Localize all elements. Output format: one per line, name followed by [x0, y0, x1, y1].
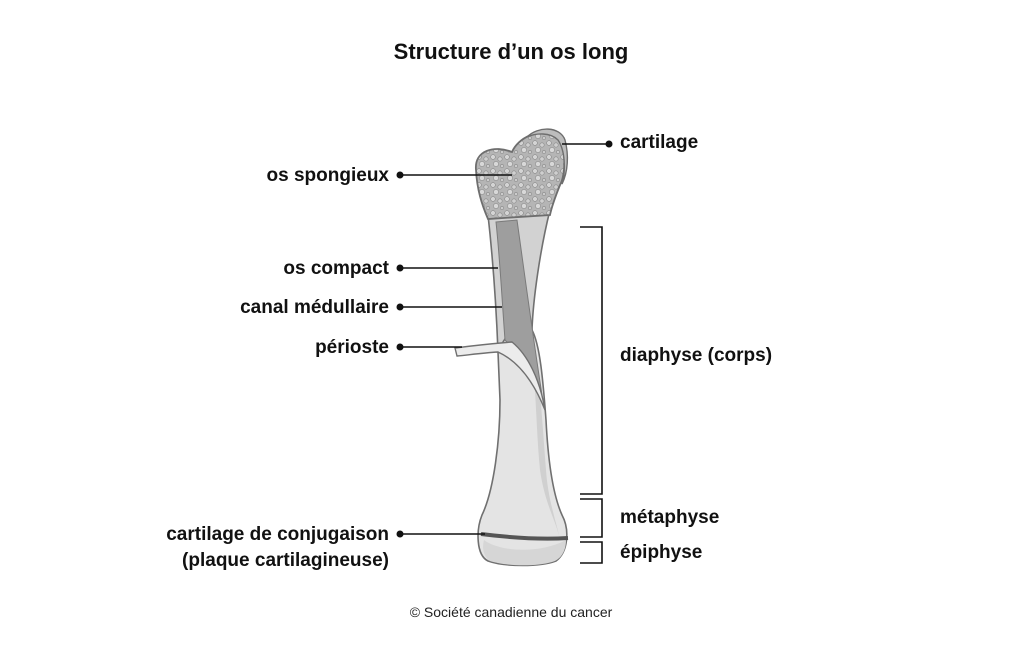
label-canal-medullaire: canal médullaire [240, 297, 502, 318]
growth-plate [480, 532, 569, 541]
long-bone [454, 128, 569, 567]
bracket-line [580, 498, 603, 538]
bracket-epiphyse: épiphyse [580, 541, 702, 564]
label-text-perioste: périoste [315, 337, 389, 358]
label-text-canal-medullaire: canal médullaire [240, 297, 389, 318]
leader-dot [605, 140, 613, 148]
bracket-line [580, 226, 603, 495]
label-text-diaphyse: diaphyse (corps) [620, 345, 772, 366]
periosteum-flap [454, 341, 546, 411]
copyright-credit: © Société canadienne du cancer [410, 604, 613, 620]
spongy-bone-head [475, 131, 566, 220]
label-text-metaphyse: métaphyse [620, 507, 719, 528]
bracket-line [580, 541, 603, 564]
label-perioste: périoste [315, 337, 462, 358]
label-os-spongieux: os spongieux [267, 165, 512, 186]
articular-cartilage [526, 128, 569, 185]
label-text-os-spongieux: os spongieux [267, 165, 390, 186]
label-text-cartilage-conjugaison-line2: (plaque cartilagineuse) [182, 550, 389, 571]
label-text-os-compact: os compact [283, 258, 389, 279]
bone-epiphysis-shade [483, 540, 566, 566]
bracket-diaphyse: diaphyse (corps) [580, 226, 772, 495]
label-text-cartilage-conjugaison-line1: cartilage de conjugaison [166, 524, 389, 545]
label-text-epiphyse: épiphyse [620, 542, 702, 563]
bone-lower-body [477, 325, 568, 567]
label-cartilage: cartilage [562, 132, 698, 153]
label-os-compact: os compact [283, 258, 498, 279]
diagram-title: Structure d’un os long [394, 39, 629, 64]
bracket-metaphyse: métaphyse [580, 498, 719, 538]
label-cartilage-conjugaison: cartilage de conjugaison (plaque cartila… [166, 524, 485, 571]
label-text-cartilage: cartilage [620, 132, 698, 153]
